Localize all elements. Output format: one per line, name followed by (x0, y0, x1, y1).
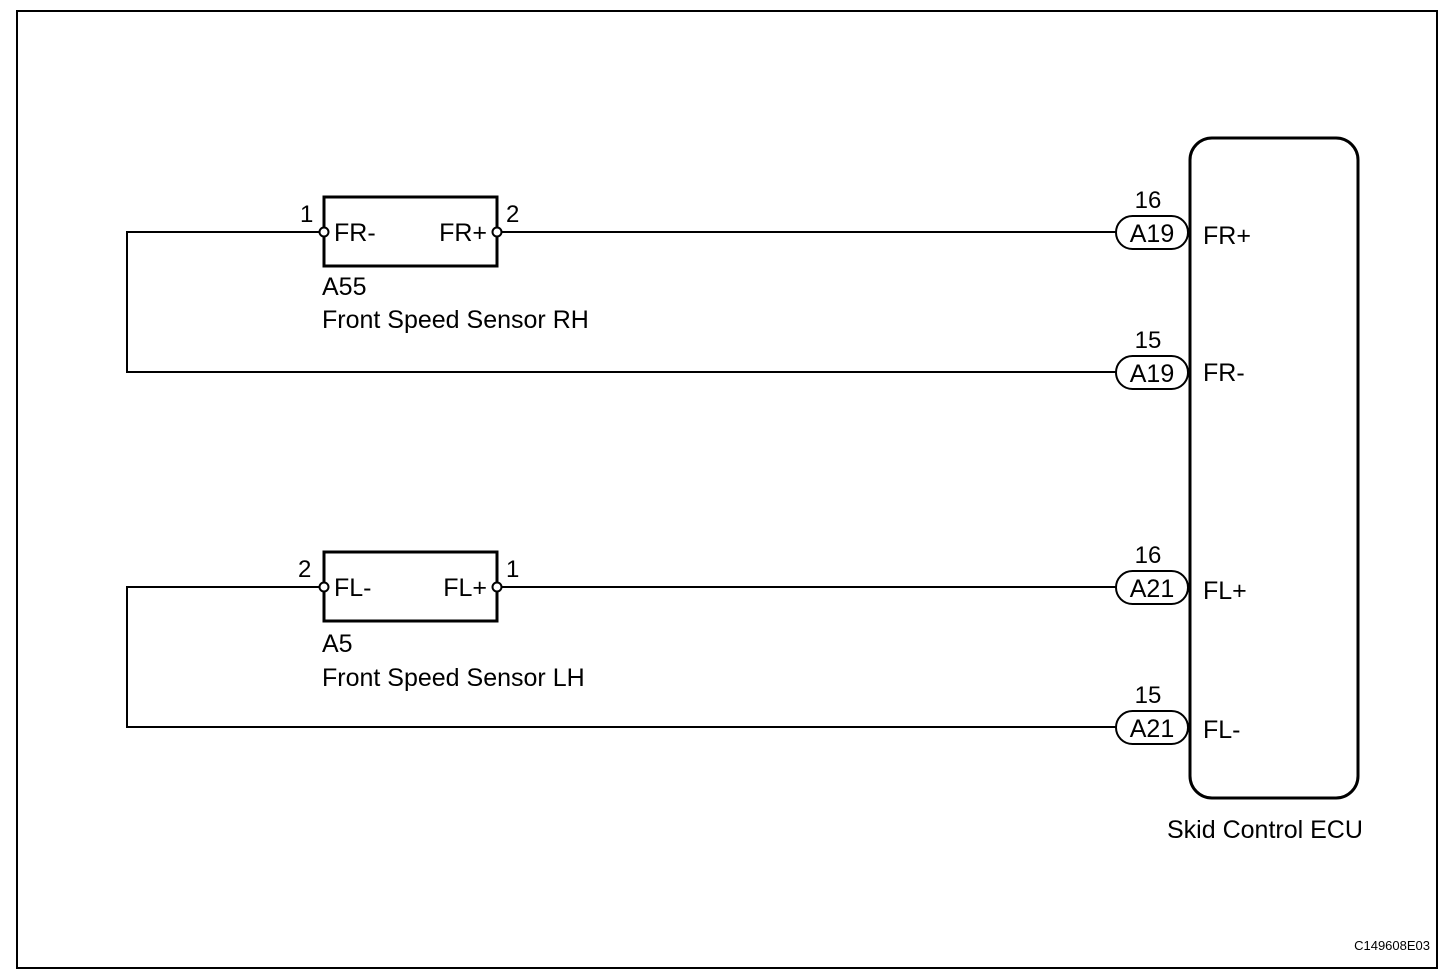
sensor-rh-left-terminal: FR- (334, 219, 376, 247)
ecu-pin-fl-minus: A21 15 FL- (1115, 682, 1241, 745)
pin-number: 15 (1135, 327, 1162, 354)
connector-pill (1115, 215, 1189, 250)
ecu-name: Skid Control ECU (1167, 816, 1363, 844)
connector-pill (1115, 570, 1189, 605)
ecu-pin-fr-plus: A19 16 FR+ (1115, 187, 1251, 250)
ecu-pin-fl-plus: A21 16 FL+ (1115, 542, 1247, 605)
connector-code: A19 (1130, 220, 1174, 248)
sensor-lh-left-pin: 2 (298, 556, 311, 583)
sensor-rh-terminal-right (491, 226, 503, 238)
sensor-lh-terminal-left (318, 581, 330, 593)
ecu-terminal-label: FR- (1203, 359, 1245, 387)
ecu-terminal-label: FL+ (1203, 577, 1247, 605)
sensor-lh-code: A5 (322, 630, 353, 658)
ecu-terminal-label: FR+ (1203, 222, 1251, 250)
ecu-body (1188, 136, 1360, 800)
diagram-frame (16, 10, 1438, 969)
connector-code: A19 (1130, 360, 1174, 388)
sensor-lh-right-terminal: FL+ (443, 574, 487, 602)
pin-number: 15 (1135, 682, 1162, 709)
connector-code: A21 (1130, 575, 1174, 603)
sensor-lh-name: Front Speed Sensor LH (322, 664, 585, 692)
ecu-pin-fr-minus: A19 15 FR- (1115, 327, 1245, 390)
figure-code: C149608E03 (1354, 938, 1430, 953)
sensor-rh-left-pin: 1 (300, 201, 313, 228)
connector-pill (1115, 710, 1189, 745)
sensor-rh-right-pin: 2 (506, 201, 519, 228)
sensor-rh: 1 2 FR- FR+ A55 Front Speed Sensor RH (300, 195, 589, 334)
sensor-lh-terminal-right (491, 581, 503, 593)
pin-number: 16 (1135, 187, 1162, 214)
sensor-rh-terminal-left (318, 226, 330, 238)
connector-code: A21 (1130, 715, 1174, 743)
sensor-lh-right-pin: 1 (506, 556, 519, 583)
sensor-lh-left-terminal: FL- (334, 574, 372, 602)
sensor-rh-name: Front Speed Sensor RH (322, 306, 589, 334)
wire-fr-minus (126, 231, 1116, 373)
sensor-rh-right-terminal: FR+ (439, 219, 487, 247)
wire-fl-minus (126, 586, 1116, 728)
pin-number: 16 (1135, 542, 1162, 569)
connector-pill (1115, 355, 1189, 390)
sensor-rh-code: A55 (322, 273, 366, 301)
ecu-terminal-label: FL- (1203, 716, 1241, 744)
sensor-lh: 2 1 FL- FL+ A5 Front Speed Sensor LH (298, 550, 585, 692)
